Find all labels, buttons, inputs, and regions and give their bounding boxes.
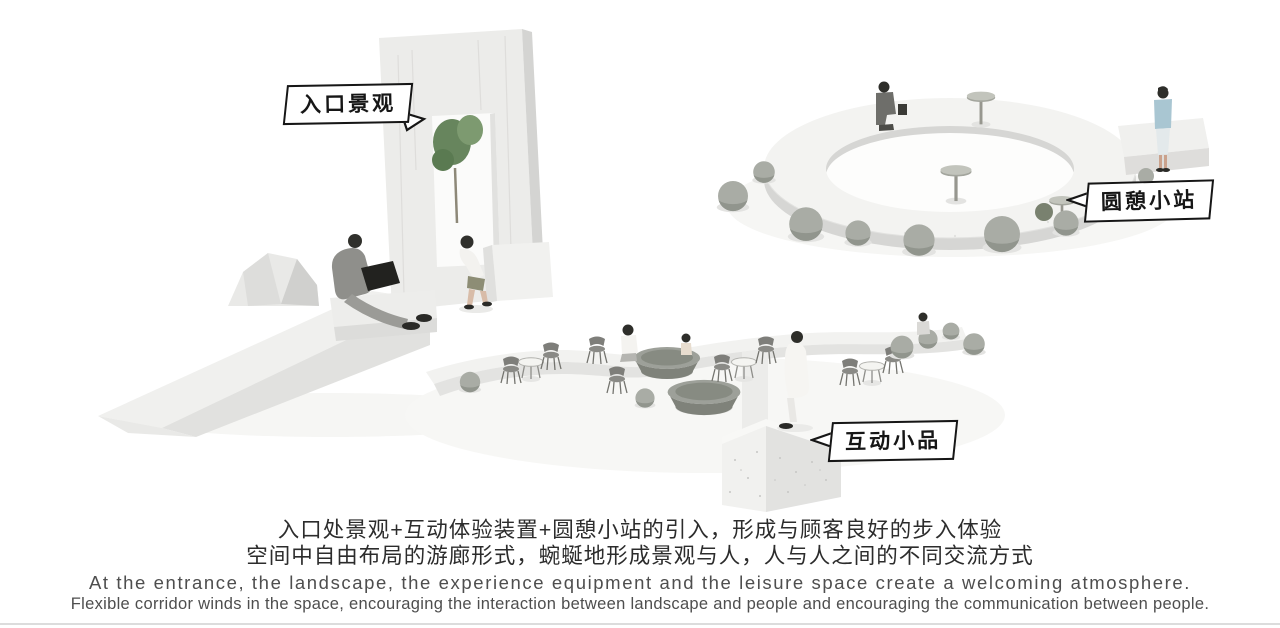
entrance-landscape-scene: [98, 29, 553, 437]
interactive-corridor-scene: [405, 312, 1005, 512]
backpack: [898, 104, 907, 115]
callout-round-station-label: 圆憩小站: [1100, 188, 1198, 215]
stool: [1138, 168, 1154, 184]
figure-seated-woman: [620, 324, 638, 362]
figure-child: [459, 235, 493, 313]
ring-bench-top: [764, 98, 1136, 238]
callout-round-station: 圆憩小站: [1083, 179, 1215, 223]
figure-standing-woman: [1154, 86, 1172, 172]
caption-en-line2: Flexible corridor winds in the space, en…: [70, 595, 1210, 613]
pouf: [941, 322, 961, 341]
figure-toddler: [681, 333, 692, 355]
stone-sculpture: [228, 253, 319, 306]
caption-en-line1: At the entrance, the landscape, the expe…: [88, 572, 1192, 593]
figure-seated-right: [917, 312, 930, 335]
laptop: [361, 261, 400, 291]
figure-seated-on-ring: [876, 81, 907, 131]
caption-zh-line1: 入口处景观+互动体验装置+圆憩小站的引入，形成与顾客良好的步入体验: [277, 518, 1003, 542]
tree-through-opening: [432, 115, 483, 224]
caption-zh-line2: 空间中自由布局的游廊形式，蜿蜒地形成景观与人，人与人之间的不同交流方式: [246, 544, 1034, 568]
callout-entrance-landscape: 入口景观: [282, 82, 414, 126]
figure-seated-man-with-laptop: [331, 234, 432, 330]
caption-block: 入口处景观+互动体验装置+圆憩小站的引入，形成与顾客良好的步入体验 空间中自由布…: [0, 517, 1280, 614]
wall-plinth: [483, 242, 553, 303]
entrance-marble-wall: [379, 29, 545, 311]
figure-seated-white-dress: [777, 331, 813, 432]
basin-planter: [667, 379, 741, 416]
callout-entrance-label: 入口景观: [299, 92, 397, 117]
corner-wall: [722, 419, 841, 512]
winding-bench-front: [434, 339, 967, 396]
round-rest-station-scene: [716, 81, 1209, 257]
dark-pouf: [1035, 203, 1053, 221]
callout-interactive-label: 互动小品: [844, 429, 942, 454]
bottom-divider: [0, 623, 1280, 625]
callout-interactive-pieces: 互动小品: [827, 419, 959, 463]
